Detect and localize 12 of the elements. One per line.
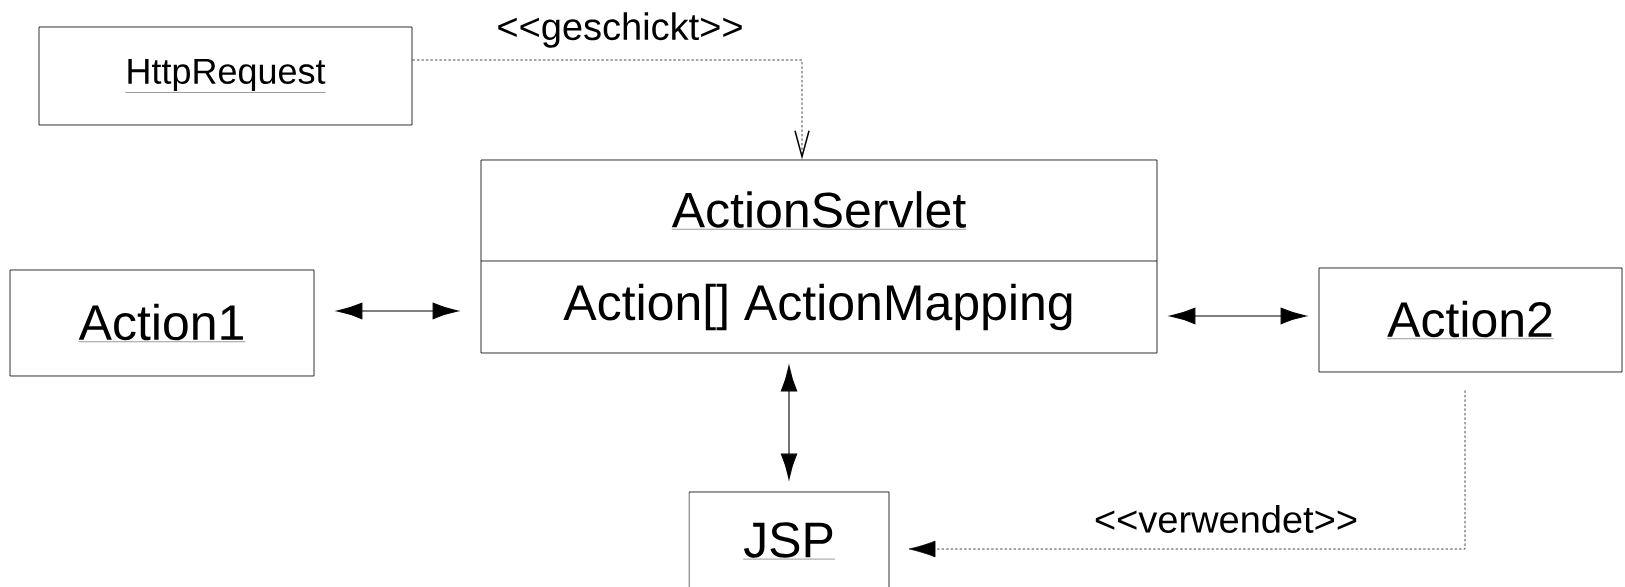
- arrow: [412, 59, 810, 160]
- object-box: JSP: [688, 491, 890, 587]
- edge-label: <<geschickt>>: [495, 11, 745, 49]
- object-box: Action2: [1318, 267, 1623, 373]
- arrow: [780, 365, 798, 480]
- class-box: ActionServlet Action[] ActionMapping: [480, 159, 1158, 354]
- edge-label: <<verwendet>>: [1092, 504, 1360, 534]
- object-box: HttpRequest: [38, 26, 413, 126]
- arrow: [336, 302, 459, 320]
- arrow: [908, 390, 1466, 558]
- object-box: Action1: [9, 269, 315, 377]
- arrow: [1169, 307, 1307, 325]
